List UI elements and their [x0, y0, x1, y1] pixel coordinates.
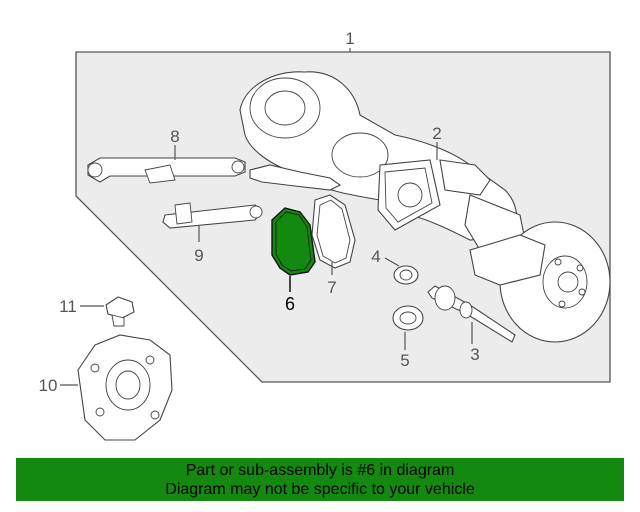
axle-bearing: [392, 305, 424, 331]
callout-9: 9: [194, 246, 203, 265]
callout-8: 8: [170, 127, 179, 146]
link-arm-8b: [249, 164, 342, 191]
track-bar: [162, 202, 263, 229]
callout-1: 1: [345, 29, 354, 48]
hub-nut: [105, 296, 135, 327]
cover-gasket: [311, 194, 356, 269]
callout-10: 10: [39, 376, 58, 395]
axle-shaft: [427, 285, 516, 343]
banner-line-1: Part or sub-assembly is #6 in diagram: [185, 462, 455, 479]
callout-7: 7: [327, 278, 336, 297]
differential-cover: [271, 207, 316, 276]
callout-11: 11: [59, 297, 77, 316]
callout-2: 2: [432, 124, 441, 143]
info-banner: Part or sub-assembly is #6 in diagram Di…: [16, 458, 624, 501]
callout-4-leader: [384, 257, 400, 267]
banner-line-2: Diagram may not be specific to your vehi…: [165, 481, 475, 498]
axle-seal: [393, 265, 419, 285]
callout-6: 6: [285, 294, 295, 314]
callout-4: 4: [371, 247, 380, 266]
axle-housing: [239, 71, 526, 251]
callout-5: 5: [400, 351, 409, 370]
upper-control-arm: [87, 157, 246, 184]
brake-rotor: [469, 221, 611, 343]
steering-knuckle: [77, 334, 173, 441]
callout-3: 3: [470, 345, 479, 364]
